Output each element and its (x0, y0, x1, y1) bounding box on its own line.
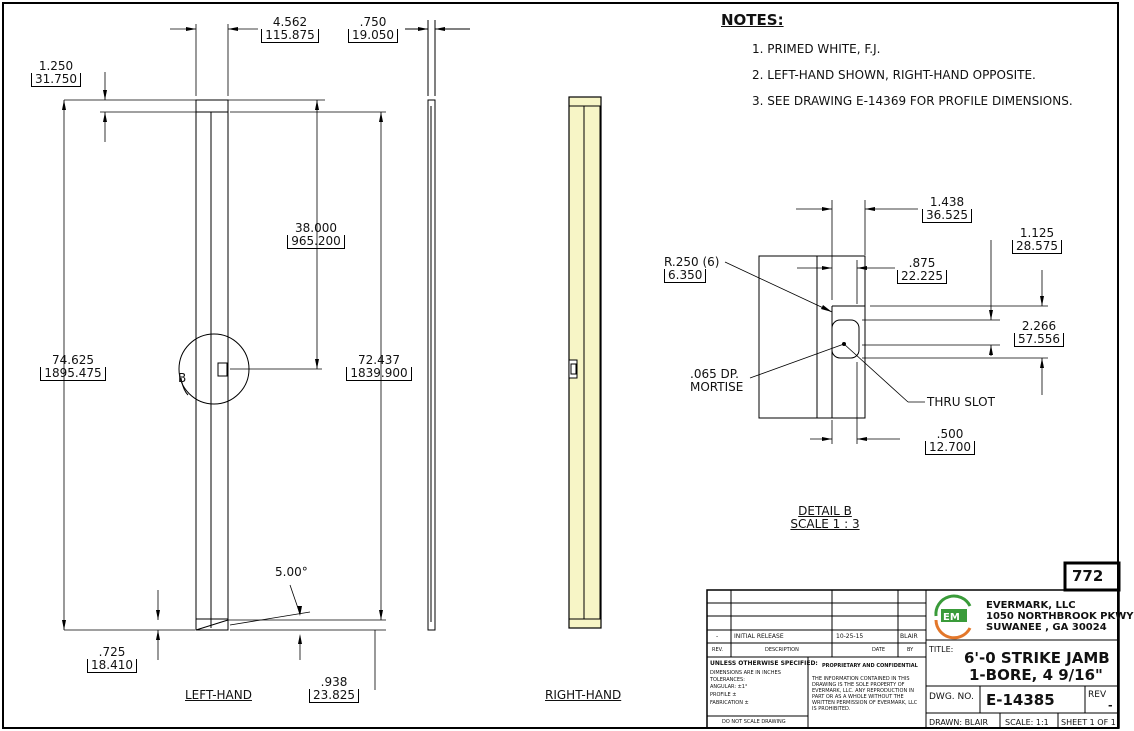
detail-radius: R.250 (6)6.350 (664, 255, 720, 283)
label-right-hand: RIGHT-HAND (545, 688, 622, 702)
hdr-description: DESCRIPTION (765, 647, 799, 653)
right-hand-jamb (568, 96, 602, 629)
hdr-rev: REV. (712, 647, 723, 653)
detail-caption: DETAIL B (798, 504, 852, 518)
hdr-date: DATE (872, 647, 886, 653)
left-dim-lines (63, 24, 386, 690)
evermark-logo: EM (934, 594, 972, 640)
detail-thru-slot: THRU SLOT (927, 395, 995, 409)
title-block-lines (706, 561, 1121, 729)
detail-b (758, 255, 866, 419)
drawn-by: DRAWN: BLAIR (929, 718, 989, 727)
company-line-2: 1050 NORTHBROOK PKWY (986, 611, 1134, 622)
unless-line-4: PROFILE ± (710, 692, 737, 698)
label-left-hand: LEFT-HAND (185, 688, 252, 702)
note-2: 2. LEFT-HAND SHOWN, RIGHT-HAND OPPOSITE. (752, 68, 1036, 82)
note-3: 3. SEE DRAWING E-14369 FOR PROFILE DIMEN… (752, 94, 1073, 108)
rev-row-rev: - (716, 633, 719, 640)
sheet-value: SHEET 1 OF 1 (1061, 718, 1116, 727)
unless-line-1: DIMENSIONS ARE IN INCHES (710, 670, 781, 676)
page-number: 772 (1072, 567, 1104, 585)
rev-row-by: BLAIR (900, 633, 918, 640)
svg-text:EM: EM (943, 612, 960, 623)
detail-dim-lines (724, 200, 1048, 444)
title-line-2: 1-BORE, 4 9/16" (969, 666, 1103, 684)
left-hand-jamb (178, 99, 250, 631)
detail-mortise: .065 DP.MORTISE (690, 367, 744, 394)
rev-row-description: INITIAL RELEASE (734, 633, 784, 640)
detail-b-marker: B (178, 371, 187, 385)
unless-line-5: FABRICATION ± (710, 700, 749, 706)
unless-line-3: ANGULAR: ±1° (710, 684, 748, 690)
note-1: 1. PRIMED WHITE, F.J. (752, 42, 881, 56)
arrowheads (62, 27, 1044, 644)
rev-row-date: 10-25-15 (836, 633, 864, 640)
title-label: TITLE: (929, 645, 954, 654)
company-line-1: EVERMARK, LLC (986, 600, 1076, 611)
scale-value: SCALE: 1:1 (1005, 718, 1049, 727)
do-not-scale: DO NOT SCALE DRAWING (722, 719, 786, 725)
unless-title: UNLESS OTHERWISE SPECIFIED: (710, 660, 818, 667)
section-view (405, 20, 470, 631)
rev-value: - (1108, 699, 1113, 712)
dwg-label: DWG. NO. (929, 692, 974, 702)
company-line-3: SUWANEE , GA 30024 (986, 622, 1107, 633)
title-line-1: 6'-0 STRIKE JAMB (964, 649, 1110, 667)
dwg-number: E-14385 (986, 691, 1055, 709)
drawing-frame (2, 2, 1119, 729)
unless-line-2: TOLERANCES: (710, 677, 745, 683)
proprietary-title: PROPRIETARY AND CONFIDENTIAL (822, 663, 918, 669)
hdr-by: BY (907, 647, 914, 653)
detail-scale: SCALE 1 : 3 (790, 517, 860, 531)
notes-title: NOTES: (721, 11, 784, 29)
dim-bevel-angle: 5.00° (275, 565, 308, 579)
rev-label: REV (1088, 690, 1107, 700)
proprietary-text: THE INFORMATION CONTAINED IN THIS DRAWIN… (812, 676, 918, 712)
